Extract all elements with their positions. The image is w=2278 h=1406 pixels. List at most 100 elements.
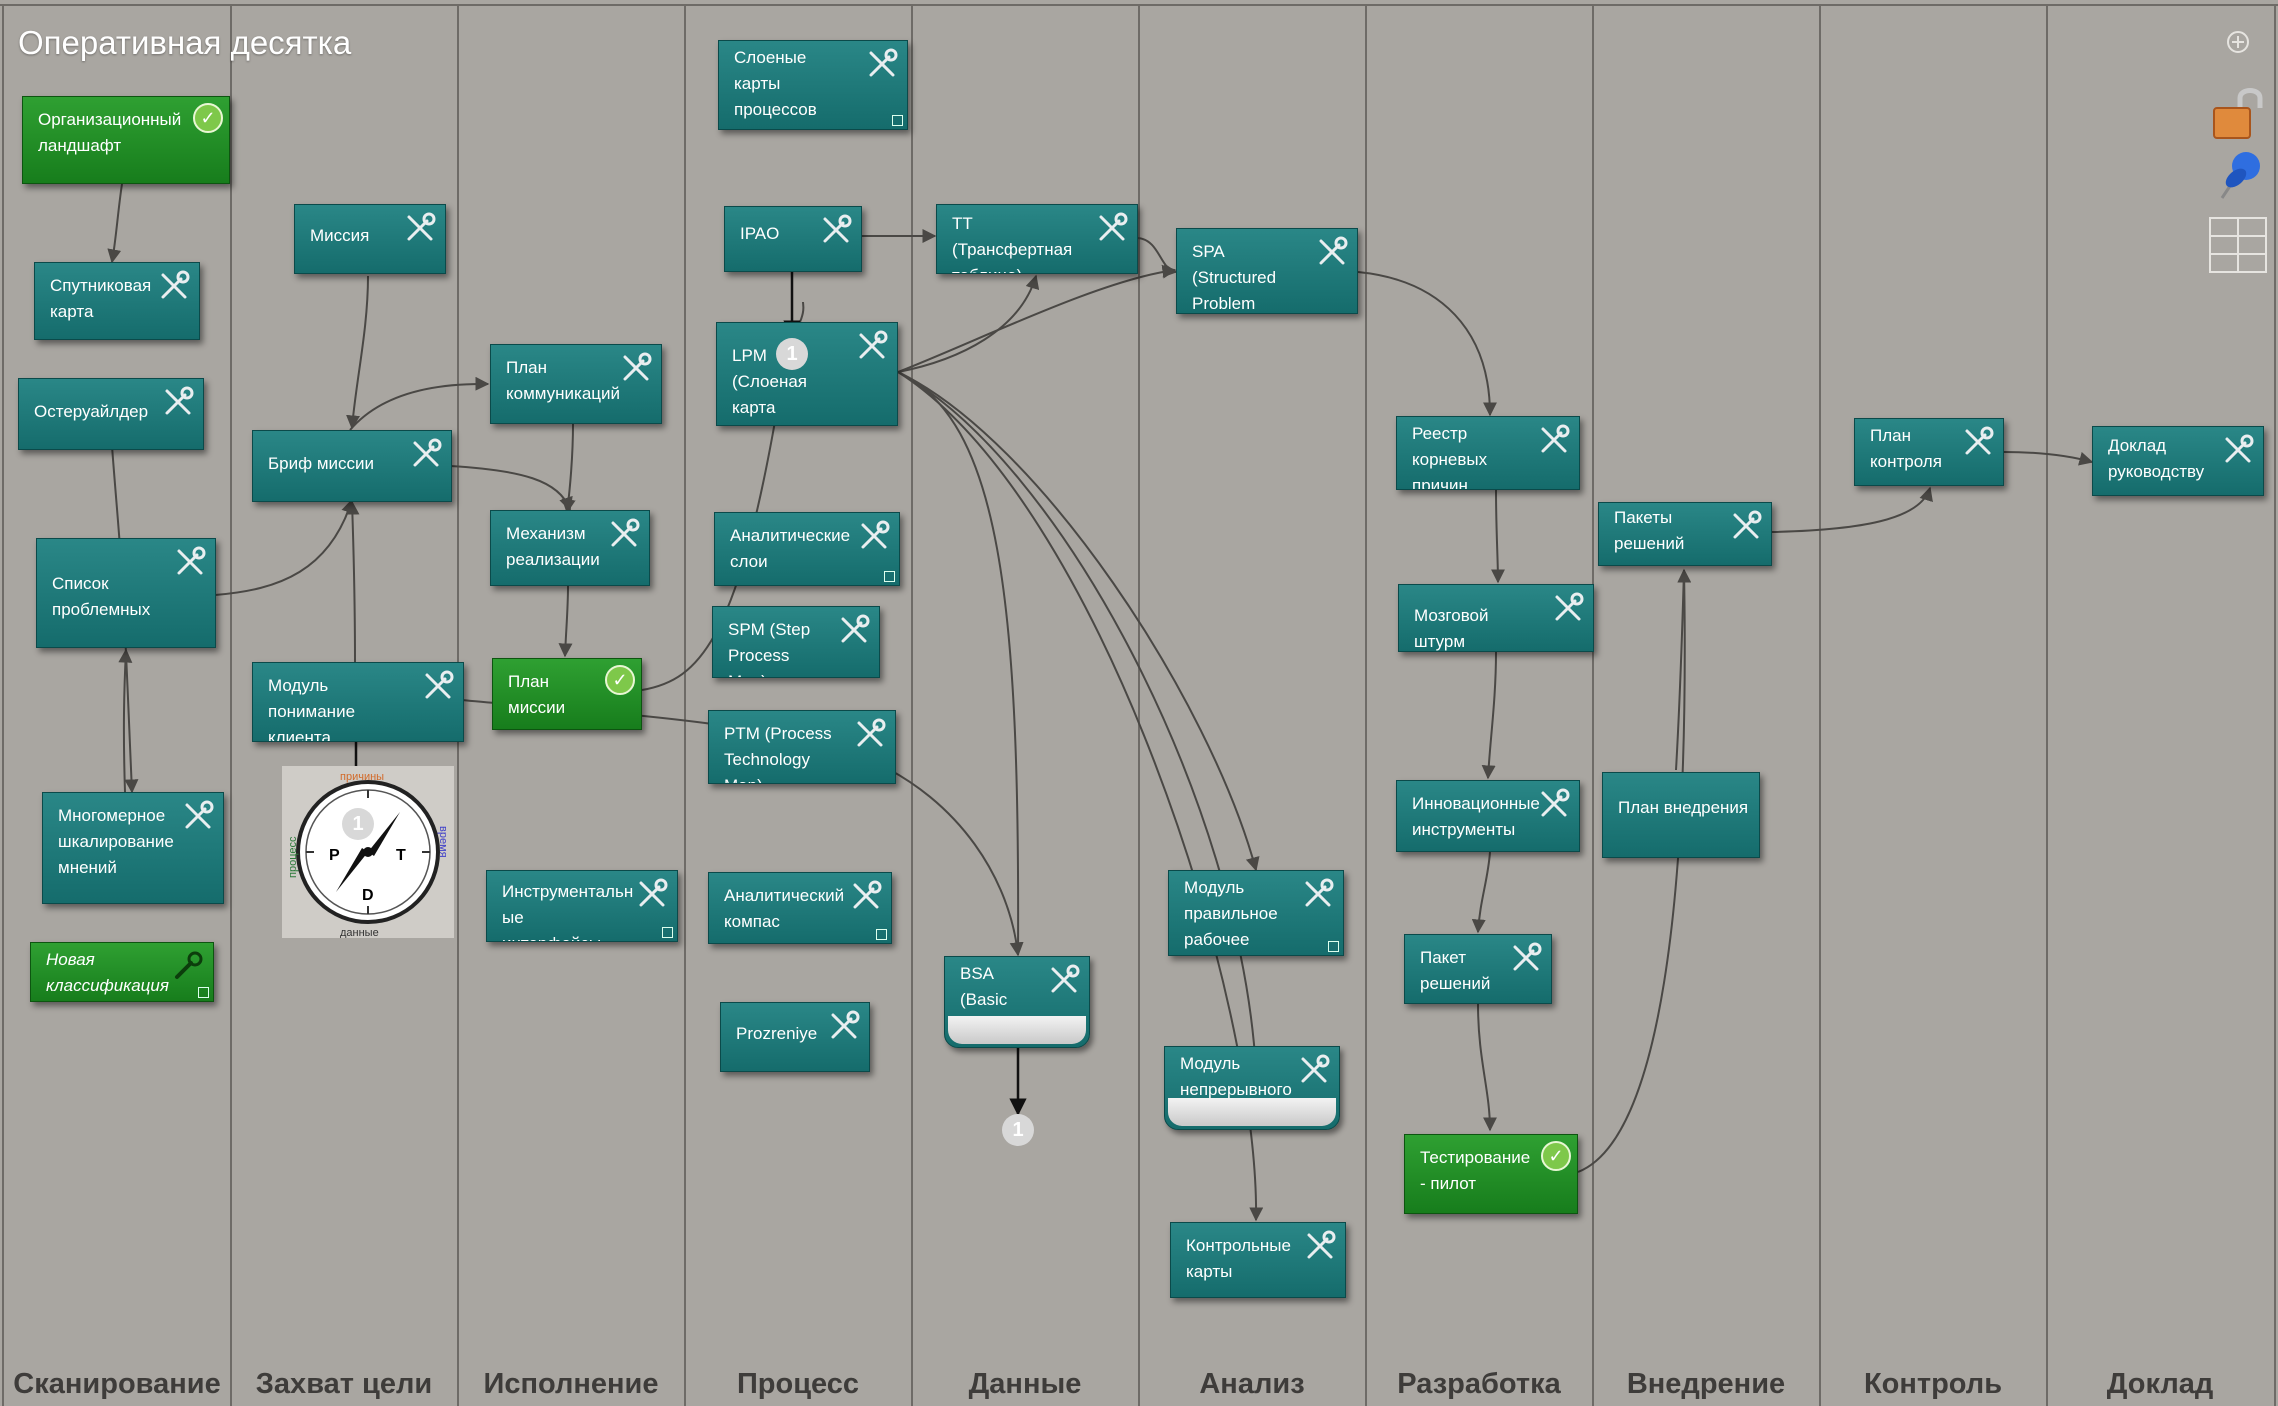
node-label: Аналитические слои <box>730 526 851 571</box>
node-label: Мозговой штурм <box>1414 606 1489 651</box>
wrench-screwdriver-icon[interactable] <box>853 717 887 751</box>
node-label: Пакет решений <box>1420 948 1491 993</box>
wrench-screwdriver-icon[interactable] <box>181 799 215 833</box>
wrench-screwdriver-icon[interactable] <box>1551 591 1585 625</box>
node-comm-plan[interactable]: План коммуникаций <box>490 344 662 424</box>
node-spa[interactable]: SPA (Structured Problem Analisys) <box>1176 228 1358 314</box>
wrench-screwdriver-icon[interactable] <box>1537 787 1571 821</box>
wrench-screwdriver-icon[interactable] <box>607 517 641 551</box>
wrench-screwdriver-icon[interactable] <box>855 329 889 363</box>
compass-p-label: P <box>329 847 340 864</box>
top-border <box>0 4 2278 6</box>
wrench-screwdriver-icon[interactable] <box>173 545 207 579</box>
wrench-screwdriver-icon[interactable] <box>635 877 669 911</box>
wrench-screwdriver-icon[interactable] <box>1047 963 1081 997</box>
node-tt[interactable]: TT (Трансфертная таблица) <box>936 204 1138 274</box>
node-analytic-compass[interactable]: Аналитический компас <box>708 872 892 944</box>
compass-widget[interactable]: P T D причины данные процесс время <box>282 766 454 939</box>
connector <box>1675 569 1685 771</box>
node-tool-interfaces[interactable]: Инструментальн ые интерфейсы <box>486 870 678 942</box>
node-control-plan[interactable]: План контроля <box>1854 418 2004 486</box>
node-problem-list[interactable]: Список проблемных <box>36 538 216 648</box>
wrench-screwdriver-icon[interactable] <box>421 669 455 703</box>
wrench-screwdriver-icon[interactable] <box>849 879 883 913</box>
node-label: Prozreniye <box>736 1024 818 1043</box>
connector <box>799 301 805 323</box>
unlocked-padlock-icon[interactable] <box>2208 82 2270 144</box>
lane-divider <box>1819 6 1821 1406</box>
wrench-screwdriver-icon[interactable] <box>161 385 195 419</box>
wrench-screwdriver-icon[interactable] <box>857 519 891 553</box>
grid-icon[interactable] <box>2208 216 2268 274</box>
lane-label-report: Доклад <box>2106 1368 2214 1400</box>
node-label: TT (Трансфертная таблица) <box>952 214 1073 273</box>
wrench-screwdriver-icon[interactable] <box>1537 423 1571 457</box>
node-impl-mechanism[interactable]: Механизм реализации <box>490 510 650 586</box>
node-control-cards[interactable]: Контрольные карты <box>1170 1222 1346 1298</box>
wrench-screwdriver-icon[interactable] <box>1303 1229 1337 1263</box>
node-label: План коммуникаций <box>506 358 621 403</box>
node-new-classification[interactable]: Новая классификация <box>30 942 214 1002</box>
wrench-screwdriver-icon[interactable] <box>865 47 899 81</box>
wrench-screwdriver-icon[interactable] <box>837 613 871 647</box>
node-mission-plan[interactable]: План миссии ✓ <box>492 658 642 730</box>
wrench-screwdriver-icon[interactable] <box>1509 941 1543 975</box>
wrench-screwdriver-icon[interactable] <box>1315 235 1349 269</box>
node-mission-brief[interactable]: Бриф миссии <box>252 430 452 502</box>
wrench-screwdriver-icon[interactable] <box>1961 425 1995 459</box>
node-mgmt-report[interactable]: Доклад руководству <box>2092 426 2264 496</box>
link-corner-icon <box>662 927 673 938</box>
node-label: SPM (Step Process Map) <box>728 620 811 677</box>
node-rollout-plan[interactable]: План внедрения <box>1602 772 1760 858</box>
compass-t-label: T <box>396 847 406 864</box>
wrench-screwdriver-icon[interactable] <box>819 213 853 247</box>
node-label: Тестирование - пилот <box>1420 1148 1531 1193</box>
wrench-screwdriver-icon[interactable] <box>1729 509 1763 543</box>
wrench-screwdriver-icon[interactable] <box>1297 1053 1331 1087</box>
node-ptm[interactable]: PTM (Process Technology Map) <box>708 710 896 784</box>
lane-divider <box>2046 6 2048 1406</box>
node-bsa[interactable]: BSA (Basic Statistics <box>944 956 1090 1048</box>
node-solution-pack[interactable]: Пакет решений <box>1404 934 1552 1004</box>
wrench-screwdriver-icon[interactable] <box>827 1009 861 1043</box>
wrench-screwdriver-icon[interactable] <box>2221 433 2255 467</box>
lane-label-rollout: Внедрение <box>1626 1368 1786 1400</box>
node-multi-scaling[interactable]: Многомерное шкалирование мнений <box>42 792 224 904</box>
node-continuous-module[interactable]: Модуль непрерывного <box>1164 1046 1340 1130</box>
wrench-screwdriver-icon[interactable] <box>619 351 653 385</box>
node-label: Остеруайлдер <box>34 402 149 421</box>
node-satellite-map[interactable]: Спутниковая карта <box>34 262 200 340</box>
wrench-screwdriver-icon[interactable] <box>1095 211 1129 245</box>
node-ipao[interactable]: IPAO <box>724 206 862 272</box>
node-label: Контрольные карты <box>1186 1236 1291 1281</box>
node-label: Механизм реализации <box>506 524 600 569</box>
wrench-screwdriver-icon[interactable] <box>403 211 437 245</box>
wrench-icon[interactable] <box>171 949 205 983</box>
node-solution-packs[interactable]: Пакеты решений <box>1598 502 1772 566</box>
node-layered-maps[interactable]: Слоеные карты процессов (Layered process… <box>718 40 908 130</box>
node-prozreniye[interactable]: Prozreniye <box>720 1002 870 1072</box>
node-client-module[interactable]: Модуль понимание клиента <box>252 662 464 742</box>
node-innov-tools[interactable]: Инновационные инструменты <box>1396 780 1580 852</box>
node-brainstorm[interactable]: Мозговой штурм <box>1398 584 1594 652</box>
wrench-screwdriver-icon[interactable] <box>1301 877 1335 911</box>
node-spm[interactable]: SPM (Step Process Map) <box>712 606 880 678</box>
link-corner-icon <box>1328 941 1339 952</box>
node-test-pilot[interactable]: Тестирование - пилот ✓ <box>1404 1134 1578 1214</box>
wrench-screwdriver-icon[interactable] <box>157 269 191 303</box>
node-osteruaylder[interactable]: Остеруайлдер <box>18 378 204 450</box>
zoom-in-icon[interactable] <box>2224 28 2252 56</box>
node-analytic-layers[interactable]: Аналитические слои <box>714 512 900 586</box>
connector <box>1477 1003 1497 1132</box>
node-root-causes[interactable]: Реестр корневых причин <box>1396 416 1580 490</box>
node-label: Доклад руководству <box>2108 436 2205 481</box>
wrench-screwdriver-icon[interactable] <box>409 437 443 471</box>
connector <box>449 465 573 512</box>
lane-label-control: Контроль <box>1863 1368 2003 1400</box>
node-lpm[interactable]: LPM (Слоеная карта <box>716 322 898 426</box>
node-org-landscape[interactable]: Организационный ландшафт ✓ <box>22 96 230 184</box>
pushpin-icon[interactable] <box>2212 146 2266 204</box>
node-workplace-module[interactable]: Модуль правильное рабочее место <box>1168 870 1344 956</box>
node-mission[interactable]: Миссия <box>294 204 446 274</box>
